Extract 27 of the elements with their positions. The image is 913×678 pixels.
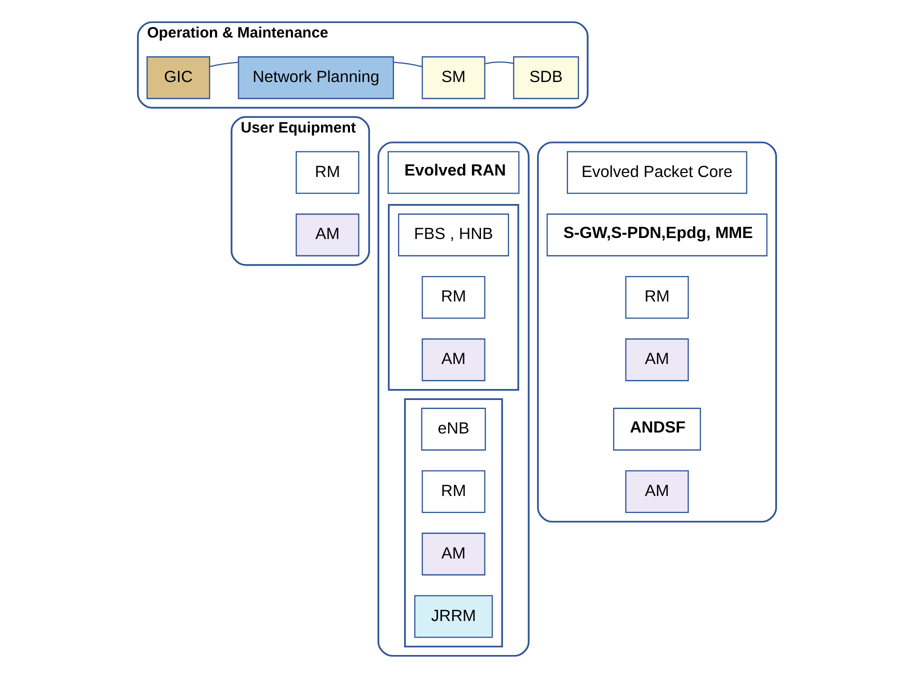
- connector: [209, 62, 238, 68]
- node-box: JRRM: [414, 595, 492, 638]
- node-box: AM: [295, 214, 359, 256]
- node-box: AM: [421, 338, 485, 382]
- node-box: ANDSF: [612, 408, 700, 451]
- connector: [393, 62, 422, 68]
- node-box: RM: [624, 276, 688, 319]
- cluster: [404, 398, 502, 648]
- node-box: AM: [421, 532, 485, 576]
- node-box: Network Planning: [237, 56, 394, 100]
- node-box: Evolved Packet Core: [566, 151, 747, 194]
- connector: [484, 62, 514, 64]
- node-box: FBS , HNB: [398, 214, 509, 256]
- cluster: [536, 142, 776, 523]
- node-box: RM: [421, 470, 485, 514]
- cluster: [377, 142, 530, 657]
- node-box: SDB: [512, 56, 578, 100]
- node-box: AM: [624, 470, 688, 514]
- node-box: Evolved RAN: [387, 151, 519, 194]
- node-box: AM: [624, 338, 688, 382]
- cluster: [387, 204, 519, 391]
- node-box: eNB: [420, 408, 486, 451]
- node-box: RM: [421, 276, 485, 319]
- node-box: SM: [421, 56, 485, 100]
- node-box: GIC: [146, 56, 210, 100]
- node-box: S-GW,S-PDN,Epdg, MME: [546, 214, 767, 256]
- node-box: RM: [295, 151, 359, 194]
